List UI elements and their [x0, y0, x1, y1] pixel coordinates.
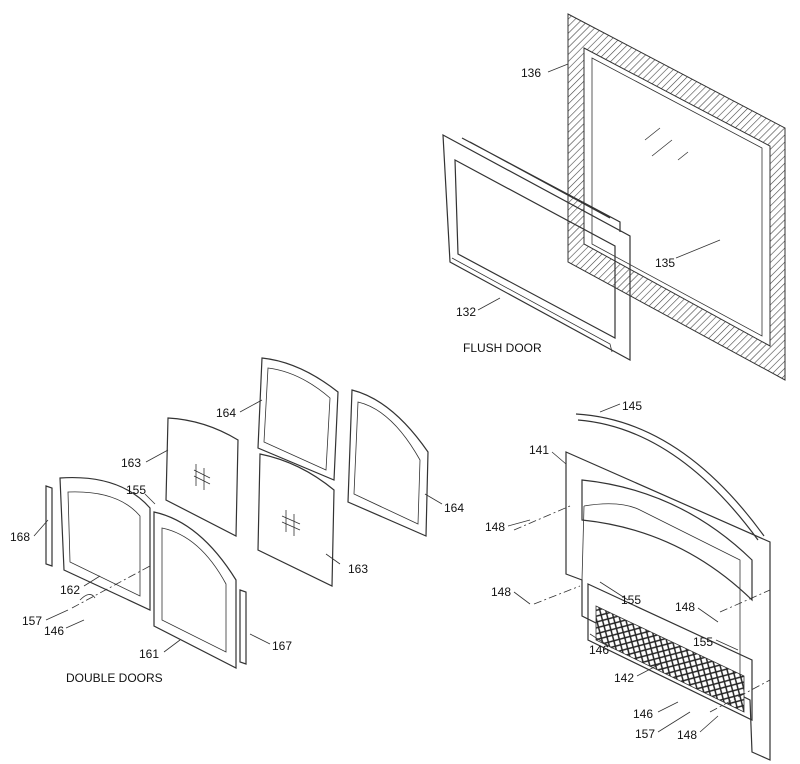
callout-145: 145: [622, 399, 642, 413]
callout-155: 155: [621, 593, 641, 607]
callout-148: 148: [491, 585, 511, 599]
leader-lines: [33, 63, 739, 733]
callout-167: 167: [272, 639, 292, 653]
callout-141: 141: [529, 443, 549, 457]
callout-142: 142: [614, 671, 634, 685]
panel-frame-164-right: [347, 389, 429, 537]
double-doors-title: DOUBLE DOORS: [66, 671, 163, 685]
callout-135: 135: [655, 256, 675, 270]
callout-148: 148: [485, 520, 505, 534]
callout-157: 157: [635, 727, 655, 741]
glass-163-left: [165, 417, 239, 537]
surround-141: [513, 413, 771, 761]
callout-132: 132: [456, 305, 476, 319]
panel-frame-164-left: [257, 357, 339, 481]
callout-155: 155: [126, 483, 146, 497]
callout-164: 164: [444, 501, 464, 515]
callout-148: 148: [677, 728, 697, 742]
callout-162: 162: [60, 583, 80, 597]
callout-136: 136: [521, 66, 541, 80]
glass-163-right: [257, 453, 335, 587]
callout-157: 157: [22, 614, 42, 628]
callout-163: 163: [348, 562, 368, 576]
callout-146: 146: [633, 707, 653, 721]
callout-155: 155: [693, 635, 713, 649]
flush-door-title: FLUSH DOOR: [463, 341, 542, 355]
callout-146: 146: [44, 624, 64, 638]
flush-door-132: [442, 133, 631, 362]
callout-146: 146: [589, 643, 609, 657]
callout-163: 163: [121, 456, 141, 470]
callout-168: 168: [10, 530, 30, 544]
door-161-162: [45, 476, 247, 669]
callout-161: 161: [139, 647, 159, 661]
glass-frame-136: [567, 13, 786, 381]
callout-164: 164: [216, 406, 236, 420]
callout-148: 148: [675, 600, 695, 614]
